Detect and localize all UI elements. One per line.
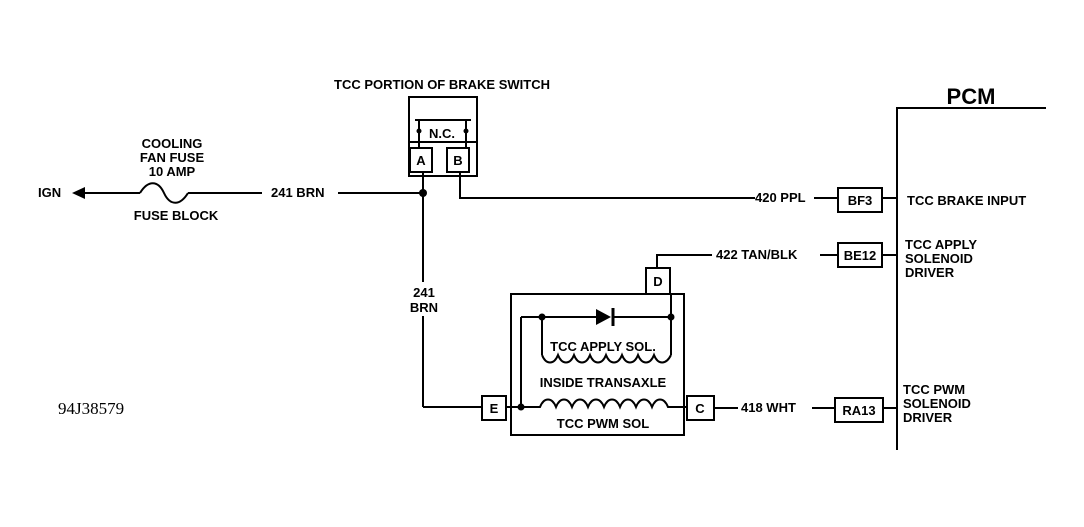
wire-422-label: 422 TAN/BLK (716, 247, 798, 262)
fuse-label-line2: FAN FUSE (140, 150, 205, 165)
pcm-pin-bf3-label: BF3 (848, 193, 873, 208)
brake-pin-a: A (416, 153, 426, 168)
pcm-title: PCM (947, 84, 996, 109)
transaxle-pin-e-label: E (490, 401, 499, 416)
wire-420-label: 420 PPL (755, 190, 806, 205)
tcc-pwm-driver-line3: DRIVER (903, 410, 953, 425)
pcm-pin-ra13 (834, 397, 884, 423)
fuse-label-line3: 10 AMP (149, 164, 196, 179)
tcc-brake-input-label: TCC BRAKE INPUT (907, 193, 1026, 208)
pcm-pin-be12-label: BE12 (844, 248, 877, 263)
wire-241-brn-label: 241 BRN (271, 185, 324, 200)
inside-transaxle-label: INSIDE TRANSAXLE (540, 375, 667, 390)
transaxle-pin-e (481, 395, 507, 421)
fuse-label-line1: COOLING (142, 136, 203, 151)
brake-pin-b: B (453, 153, 462, 168)
tcc-apply-driver-line2: SOLENOID (905, 251, 973, 266)
fuse-symbol (139, 182, 189, 204)
tcc-apply-driver-line1: TCC APPLY (905, 237, 977, 252)
brake-switch-title: TCC PORTION OF BRAKE SWITCH (334, 77, 550, 92)
wire-422 (656, 254, 712, 268)
tcc-apply-sol-label: TCC APPLY SOL. (550, 339, 656, 354)
wire-241-vertical-label-top: 241 (413, 285, 435, 300)
tcc-apply-driver-line3: DRIVER (905, 265, 955, 280)
brake-switch (408, 96, 478, 177)
tcc-pwm-driver-line1: TCC PWM (903, 382, 965, 397)
internal-wiring (506, 294, 675, 411)
diode-symbol (596, 308, 615, 326)
tcc-apply-solenoid-coil (541, 352, 672, 364)
pcm-pin-be12 (837, 242, 883, 268)
transaxle-pin-c (686, 395, 715, 421)
wire-label-mask (404, 282, 444, 316)
transaxle-pin-c-label: C (695, 401, 705, 416)
wire-418-label: 418 WHT (741, 400, 796, 415)
pcm-pin-ra13-label: RA13 (842, 403, 875, 418)
fuse-block-label: FUSE BLOCK (134, 208, 219, 223)
ign-wire (72, 182, 262, 204)
tcc-pwm-solenoid-coil (521, 398, 687, 410)
pcm-border (896, 107, 1046, 450)
ign-label: IGN (38, 185, 61, 200)
wire-241-vertical-label-bottom: BRN (410, 300, 438, 315)
tcc-pwm-sol-label: TCC PWM SOL (557, 416, 649, 431)
transaxle-pin-d-label: D (653, 274, 662, 289)
tcc-pwm-driver-line2: SOLENOID (903, 396, 971, 411)
wire-420-ppl (459, 172, 755, 199)
normally-closed-label: N.C. (429, 126, 455, 141)
pcm-pin-bf3 (837, 187, 883, 213)
transaxle-pin-d (645, 267, 671, 295)
figure-code: 94J38579 (58, 399, 124, 418)
